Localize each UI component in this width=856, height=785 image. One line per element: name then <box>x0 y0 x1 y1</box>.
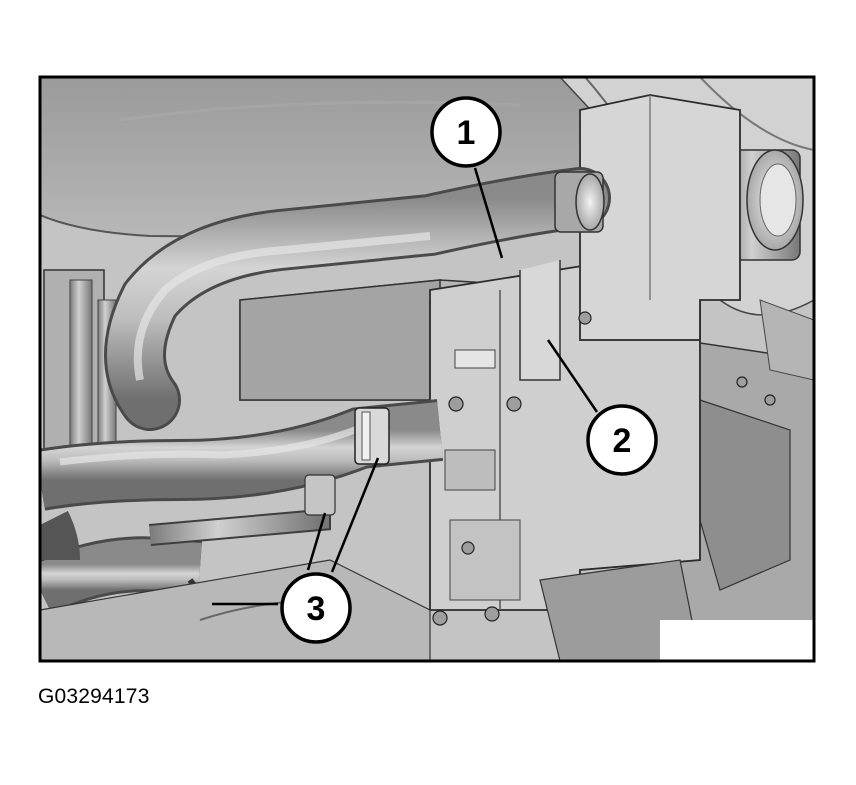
callout-2: 2 <box>586 404 658 476</box>
callout-2-number: 2 <box>613 422 632 460</box>
callout-1-number: 1 <box>457 114 476 152</box>
leader-line-2 <box>546 339 599 413</box>
leader-line-3b <box>330 457 380 573</box>
callout-3-number: 3 <box>307 590 326 628</box>
leader-lines <box>212 167 599 606</box>
illustration-scene <box>40 77 814 661</box>
callout-1: 1 <box>430 96 502 168</box>
leader-line-3a <box>306 512 327 571</box>
leader-line-1 <box>473 167 504 259</box>
figure-caption-code: G03294173 <box>38 685 150 708</box>
callout-3: 3 <box>280 572 352 644</box>
